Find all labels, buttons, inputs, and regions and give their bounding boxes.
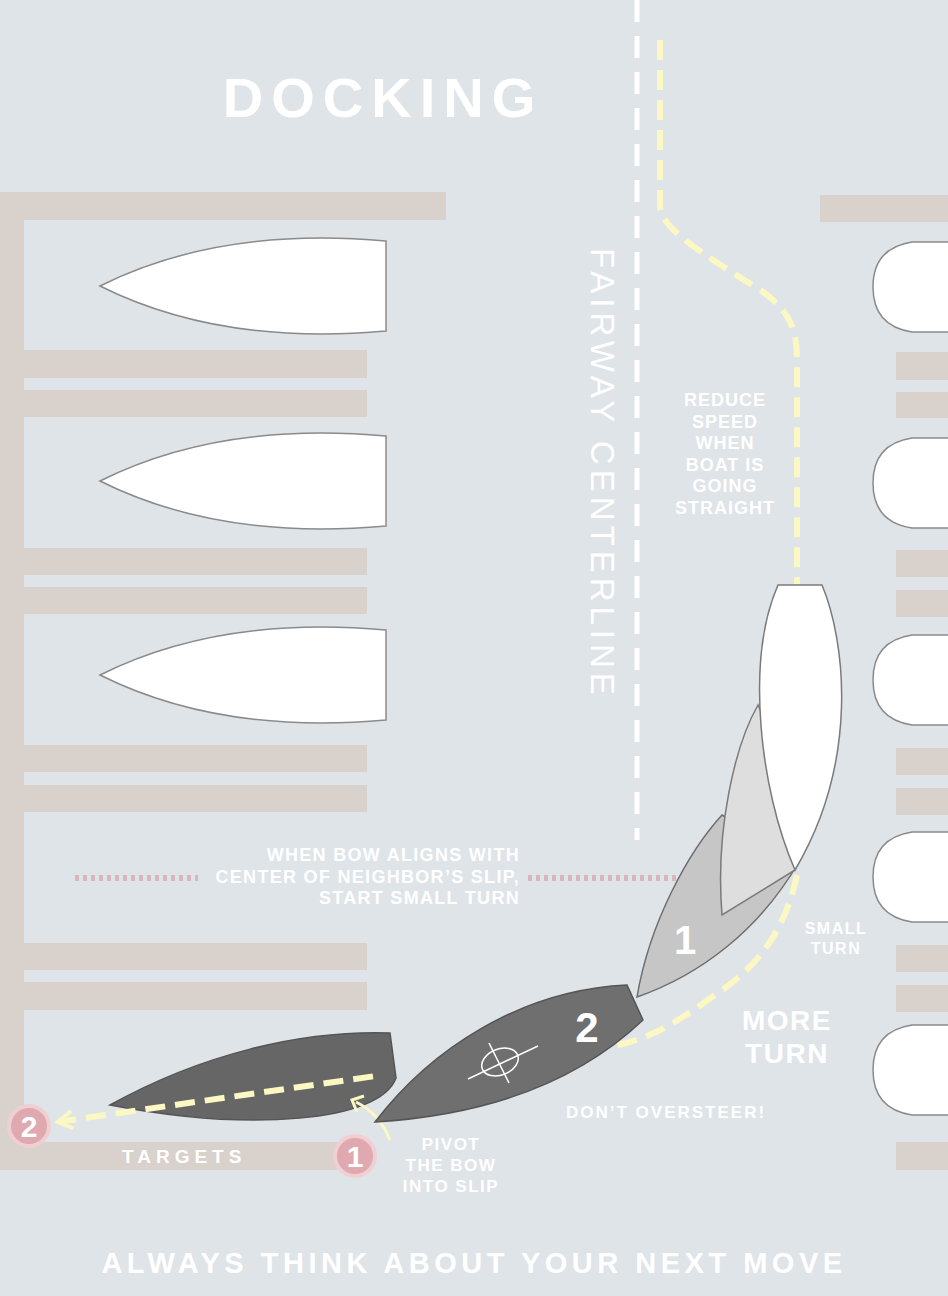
turn-note: SMALL TURN [794, 919, 878, 959]
shape-outline [335, 1136, 375, 1176]
speed-note: REDUCE SPEED WHEN BOAT IS GOING STRAIGHT [669, 390, 781, 519]
callout-number: 2 [21, 1112, 38, 1142]
diagram-caption: ALWAYS THINK ABOUT YOUR NEXT MOVE [0, 1246, 948, 1280]
shape-outline [375, 985, 643, 1122]
dock-piers [0, 192, 948, 1170]
targets-label: TARGETS [122, 1146, 246, 1168]
pivot-symbol [478, 1043, 523, 1081]
target-circle: 2 [7, 1104, 51, 1148]
boat-position-one: 1 [637, 812, 805, 1000]
fairway-centerline [635, 0, 640, 840]
turn-start-note: WHEN BOW ALIGNS WITH CENTER OF NEIGHBOR’… [202, 845, 520, 910]
shape-outline [468, 1046, 538, 1079]
target-circle: 1 [333, 1134, 377, 1178]
callout-number: 1 [347, 1142, 364, 1172]
turn-note: MORE TURN [732, 1004, 842, 1070]
shape-outline [9, 1106, 49, 1146]
fairway-label: FAIRWAY CENTERLINE [584, 248, 620, 700]
approach-path [660, 40, 797, 585]
shape-outline [760, 585, 842, 870]
pivot-arrowhead [352, 1096, 364, 1112]
diagram-title: DOCKING [150, 68, 616, 128]
warning-note: DON’T OVERSTEER! [566, 1103, 766, 1123]
shape-outline [489, 1043, 509, 1083]
callout-number: 2 [575, 1007, 598, 1049]
pivot-note: PIVOT THE BOW INTO SLIP [401, 1134, 501, 1197]
moored-boats [100, 238, 948, 1115]
callout-number: 1 [674, 920, 696, 960]
course-arrow [59, 1076, 373, 1121]
boat-position-one-shape [637, 812, 805, 1000]
